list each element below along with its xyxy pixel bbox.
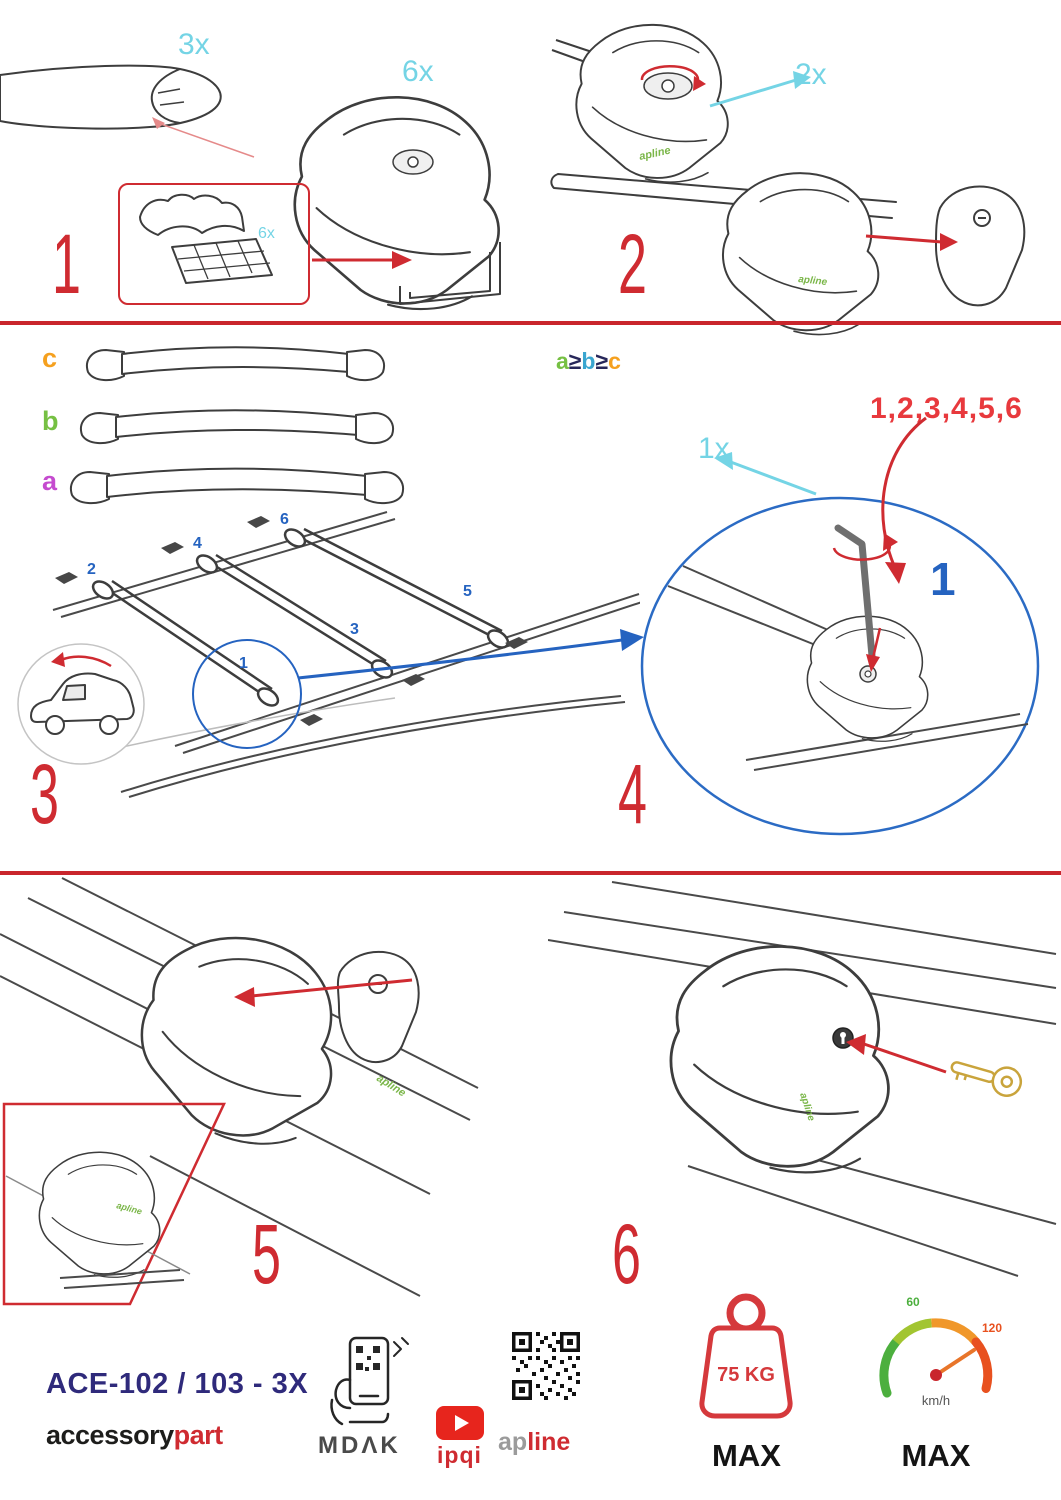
lock-quantity-label: 2x xyxy=(795,58,827,91)
step-6-number: 6 xyxy=(612,1207,641,1301)
foot-clamp-illustration xyxy=(293,95,501,311)
mdak-logo: MDΛK xyxy=(318,1432,401,1459)
red-arrow-into-cover xyxy=(865,233,958,251)
red-curved-sequence-arrow xyxy=(881,416,927,584)
step-2-number: 2 xyxy=(618,217,647,311)
foot-quantity-label: 6x xyxy=(402,55,434,88)
roof-position-6: 6 xyxy=(280,511,289,528)
order-b: b xyxy=(581,348,596,374)
apline-logo-line: line xyxy=(527,1428,571,1456)
position-1-highlight-circle xyxy=(192,639,302,749)
cyan-arrow-to-2x xyxy=(709,71,811,108)
rail-pads xyxy=(55,516,528,726)
accessorypart-logo-accessory: accessory xyxy=(46,1420,174,1450)
max-weight-value: 75 KG xyxy=(717,1364,775,1386)
accessorypart-logo: accessorypart xyxy=(46,1420,223,1451)
order-a: a xyxy=(556,348,569,374)
speed-low-label: 60 xyxy=(906,1295,920,1309)
lock-cover-install-illustration: apline apline xyxy=(0,877,479,1306)
speed-unit-label: km/h xyxy=(922,1393,950,1408)
section-divider-1 xyxy=(0,321,1061,325)
bar-length-order: a≥b≥c xyxy=(556,350,621,373)
step-4-number: 4 xyxy=(618,747,647,841)
allen-key-icon xyxy=(834,524,876,660)
cyan-arrow-to-1x xyxy=(714,452,817,496)
thin-red-pointer-line xyxy=(152,117,255,158)
speedometer-icon: 60 120 km/h xyxy=(879,1295,1002,1408)
installed-view-frame xyxy=(2,1102,226,1306)
step-1-number: 1 xyxy=(52,217,81,311)
bar-label-a: a xyxy=(42,466,58,496)
pad-detail-box: 6x xyxy=(118,183,310,305)
keyhole-icon xyxy=(832,1027,854,1049)
apline-logo: apline xyxy=(498,1428,570,1457)
foot-top-view-illustration: apline xyxy=(551,23,811,184)
step-3-number: 3 xyxy=(30,747,59,841)
crossbar-end-illustration xyxy=(0,64,222,130)
roof-position-2: 2 xyxy=(87,561,96,578)
first-position-number: 1 xyxy=(930,553,956,605)
red-arrow-cover-to-foot xyxy=(234,978,413,1007)
youtube-icon xyxy=(436,1406,484,1440)
crossbar-a-illustration xyxy=(70,467,404,505)
product-model: ACE-102 / 103 - 3X xyxy=(46,1368,309,1400)
lock-cover-piece xyxy=(935,185,1026,307)
red-arrow-pad-to-foot xyxy=(312,251,412,269)
speedometer-needle xyxy=(934,1348,976,1377)
rotation-arrow xyxy=(640,65,706,91)
phone-qr-scan-icon xyxy=(330,1336,409,1426)
weight-max-label: MAX xyxy=(712,1438,781,1473)
apline-logo-ap: ap xyxy=(498,1428,528,1456)
gte-symbol: ≥ xyxy=(595,348,609,374)
ipqi-logo: ipqi xyxy=(437,1442,482,1468)
qr-code xyxy=(512,1332,580,1400)
brand-on-part: apline xyxy=(374,1072,407,1099)
max-weight-icon: 75 KG xyxy=(699,1293,793,1419)
brand-on-part: apline xyxy=(798,274,828,288)
speed-high-label: 120 xyxy=(982,1321,1002,1335)
roof-position-3: 3 xyxy=(350,621,359,638)
pad-quantity-label: 6x xyxy=(258,225,275,242)
section-divider-2 xyxy=(0,871,1061,875)
roof-position-4: 4 xyxy=(193,535,202,552)
crossbar-c-illustration xyxy=(86,346,385,382)
rubber-pad-illustration xyxy=(139,193,273,284)
key-quantity-label: 1x xyxy=(698,432,730,465)
crossbar-b-illustration xyxy=(80,409,394,445)
tightening-detail-illustration xyxy=(640,496,1040,836)
blue-arrow-to-detail xyxy=(297,629,644,680)
roof-position-1: 1 xyxy=(239,655,248,672)
insert-arrow xyxy=(866,627,882,672)
bar-label-b: b xyxy=(42,406,59,436)
key-icon xyxy=(950,1061,1023,1097)
bar-label-c: c xyxy=(42,343,58,373)
red-arrow-key-to-lock xyxy=(846,1034,947,1074)
roof-mounting-illustration: 2 4 6 1 3 5 xyxy=(52,511,640,798)
accessorypart-logo-part: part xyxy=(173,1420,224,1450)
lock-cover-piece xyxy=(336,950,420,1063)
roof-position-5: 5 xyxy=(463,583,472,600)
tightening-sequence: 1,2,3,4,5,6 xyxy=(870,392,1023,425)
order-c: c xyxy=(608,348,621,374)
speed-max-label: MAX xyxy=(901,1438,971,1473)
step-5-number: 5 xyxy=(252,1207,281,1301)
bar-foot-assembly-illustration: apline xyxy=(550,172,1026,336)
lock-with-key-illustration: apline xyxy=(548,881,1057,1277)
car-direction-arrow xyxy=(51,652,112,668)
car-direction-illustration xyxy=(17,643,145,765)
gte-symbol: ≥ xyxy=(568,348,582,374)
bar-quantity-label: 3x xyxy=(178,28,210,61)
